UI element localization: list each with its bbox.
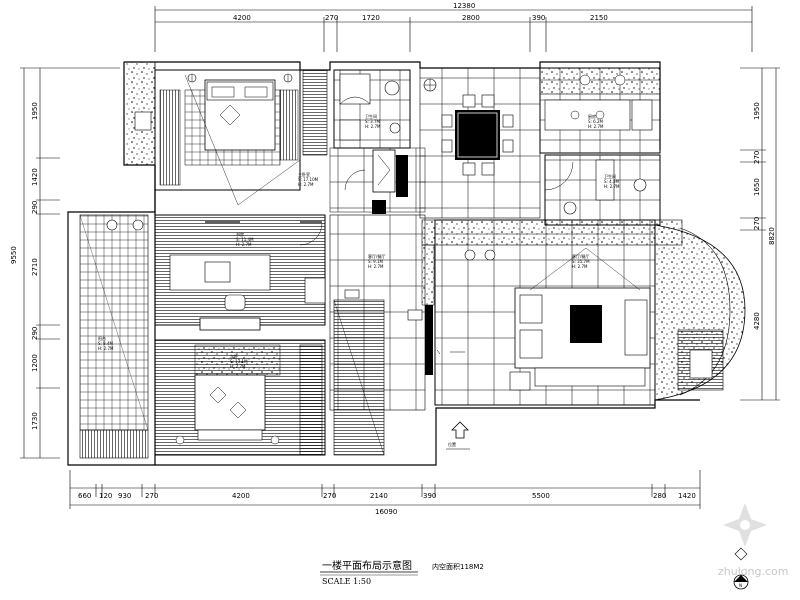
dim-top-seg: 4200 — [233, 14, 251, 22]
room-area-kitchen: S: 6.2M — [588, 119, 604, 124]
room-label-bedroom2: 次卧 — [230, 353, 238, 359]
dim-bottom-seg: 660 — [78, 492, 91, 500]
dim-right-total: 8820 — [768, 227, 776, 245]
room-label-kitchen: 厨房 — [588, 113, 596, 119]
room-height-bath1: H: 2.7M — [365, 124, 381, 129]
dim-bottom-seg: 2140 — [370, 492, 388, 500]
dim-right-seg: 270 — [753, 151, 761, 164]
dim-top-seg: 390 — [532, 14, 545, 22]
dim-left-seg: 1730 — [31, 412, 39, 430]
dim-left-seg: 1200 — [31, 354, 39, 372]
drawing-title: 一楼平面布局示意图 — [322, 559, 412, 572]
watermark-text: zhulong.com — [718, 565, 788, 578]
west-balcony: 阳台 S: 8.4M H: 2.7M — [79, 214, 149, 459]
room-area-bath2: S: 4.5M — [604, 179, 620, 184]
dimension-bottom: 660 120 930 270 4200 270 2140 390 5500 2… — [69, 470, 701, 516]
compass-icon: N — [733, 547, 749, 590]
kitchen: 厨房 S: 6.2M H: 2.7M — [539, 67, 661, 154]
room-label-study: 书房 — [236, 231, 244, 237]
living-room: 客厅/餐厅 S: 35.7M H: 2.7M — [421, 219, 746, 406]
wall-post — [396, 155, 408, 197]
dim-right-seg: 270 — [753, 217, 761, 230]
dim-bottom-seg: 4200 — [232, 492, 250, 500]
dim-right-seg: 4280 — [753, 312, 761, 330]
dimension-left: 9550 1950 1420 290 2710 290 1200 1730 — [10, 67, 120, 459]
area-note: 内空面积118M2 — [432, 562, 484, 571]
dim-top-seg: 1720 — [362, 14, 380, 22]
entry-marker: 位置 — [446, 421, 470, 450]
room-label-bath1: 卫生间 — [365, 113, 377, 119]
room-area-study: S: 11.4M — [236, 237, 254, 242]
dim-right-seg: 1650 — [753, 178, 761, 196]
room-area-living: S: 35.7M — [572, 259, 590, 264]
room-height-hall: H: 2.7M — [368, 264, 384, 269]
master-bedroom: 主卧室 S: 17.10M H: 2.7M — [123, 61, 319, 206]
dimension-right: 1950 270 1650 270 4280 8820 — [740, 67, 780, 401]
room-label-balcony: 阳台 — [98, 335, 106, 341]
room-area-balcony: S: 8.4M — [98, 341, 114, 346]
dim-top-seg: 270 — [325, 14, 338, 22]
room-height-master: H: 2.7M — [298, 182, 314, 187]
dim-bottom-seg: 270 — [145, 492, 158, 500]
second-bedroom: 次卧 S: 13.1M H: 2.7M — [154, 339, 326, 456]
dim-bottom-seg: 930 — [118, 492, 131, 500]
dim-bottom-total: 16090 — [375, 508, 397, 516]
dim-top-total: 12380 — [453, 2, 475, 10]
room-area-hall: S: 9.1M — [368, 259, 384, 264]
room-label-master: 主卧室 — [298, 171, 310, 177]
dimension-top: 12380 4200 270 1720 2800 390 2150 — [154, 2, 753, 52]
dim-right-seg: 1950 — [753, 102, 761, 120]
title-block: 一楼平面布局示意图 内空面积118M2 SCALE 1:50 — [320, 559, 484, 586]
bathroom-2: 卫生间 S: 4.5M H: 2.7M — [544, 154, 661, 226]
watermark: zhulong.com — [718, 503, 788, 578]
dim-bottom-seg: 5500 — [532, 492, 550, 500]
dim-left-seg: 290 — [31, 201, 39, 214]
room-height-kitchen: H: 2.7M — [588, 124, 604, 129]
wardrobe-strip — [302, 69, 328, 156]
dim-bottom-seg: 1420 — [678, 492, 696, 500]
room-label-bath2: 卫生间 — [604, 173, 616, 179]
room-label-hall: 客厅/餐厅 — [368, 253, 385, 259]
dim-bottom-seg: 390 — [423, 492, 436, 500]
room-height-bath2: H: 2.7M — [604, 184, 620, 189]
dining-area — [419, 67, 541, 219]
room-area-bath1: S: 3.7M — [365, 119, 381, 124]
dim-left-seg: 2710 — [31, 258, 39, 276]
room-height-balcony: H: 2.7M — [98, 346, 114, 351]
dim-left-total: 9550 — [10, 246, 18, 264]
bathroom-1: 卫生间 S: 3.7M H: 2.7M — [333, 69, 411, 149]
compass-label: N — [739, 583, 742, 588]
dim-left-seg: 1950 — [31, 102, 39, 120]
dim-bottom-seg: 270 — [323, 492, 336, 500]
room-height-bedroom2: H: 2.7M — [230, 364, 246, 369]
room-area-bedroom2: S: 13.1M — [230, 359, 248, 364]
scale-note: SCALE 1:50 — [322, 577, 371, 586]
dim-left-seg: 1420 — [31, 168, 39, 186]
dim-bottom-seg: 280 — [653, 492, 666, 500]
room-height-living: H: 2.7M — [572, 264, 588, 269]
entry-note: 位置 — [448, 441, 456, 447]
dim-left-seg: 290 — [31, 327, 39, 340]
study: 书房 S: 11.4M H: 2.7M — [154, 214, 326, 331]
room-area-master: S: 17.10M — [298, 177, 319, 182]
wall-post — [372, 200, 386, 214]
dim-bottom-seg: 120 — [99, 492, 112, 500]
room-label-living: 客厅/餐厅 — [572, 253, 589, 259]
stair-hall: 客厅/餐厅 S: 9.1M H: 2.7M — [329, 214, 433, 456]
dim-top-seg: 2150 — [590, 14, 608, 22]
dim-top-seg: 2800 — [462, 14, 480, 22]
column — [372, 149, 396, 193]
room-height-study: H: 2.7M — [236, 242, 252, 247]
